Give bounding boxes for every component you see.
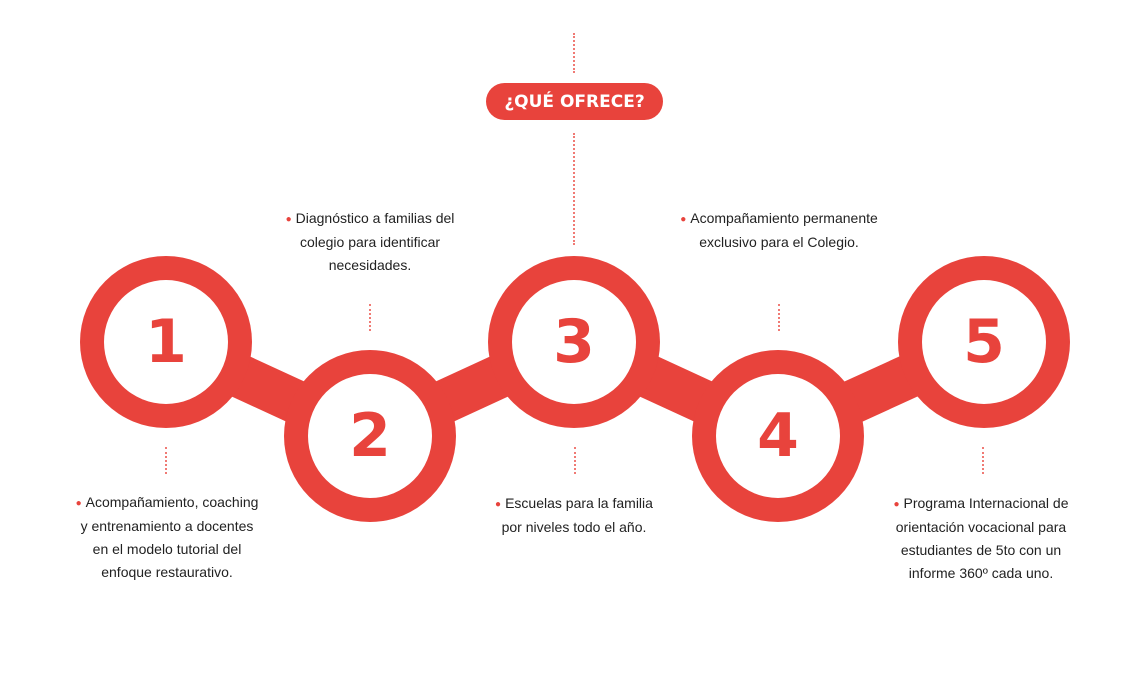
section-title-badge: ¿QUÉ OFRECE?	[486, 83, 663, 120]
step-description-5: ●Programa Internacional de orientación v…	[893, 495, 1069, 581]
connector-dots	[778, 304, 780, 331]
step-number-2: 2	[349, 401, 391, 471]
connector-dots	[165, 447, 167, 474]
connector-dots	[574, 447, 576, 474]
bullet-icon: ●	[495, 498, 502, 510]
step-number-5: 5	[963, 307, 1005, 377]
bullet-icon: ●	[75, 497, 82, 509]
step-description-4: ●Acompañamiento permanente exclusivo par…	[680, 210, 878, 250]
step-description-2: ●Diagnóstico a familias del colegio para…	[285, 210, 455, 273]
connector-dots	[573, 133, 575, 245]
connector-dots	[573, 33, 575, 73]
step-description-3: ●Escuelas para la familia por niveles to…	[495, 495, 653, 535]
bullet-icon: ●	[285, 213, 292, 225]
bullet-icon: ●	[893, 498, 900, 510]
connector-dots	[369, 304, 371, 331]
step-number-1: 1	[145, 307, 187, 377]
step-number-4: 4	[757, 401, 799, 471]
step-number-3: 3	[553, 307, 595, 377]
step-description-1: ●Acompañamiento, coaching y entrenamient…	[75, 494, 259, 580]
bullet-icon: ●	[680, 213, 687, 225]
connector-dots	[982, 447, 984, 474]
